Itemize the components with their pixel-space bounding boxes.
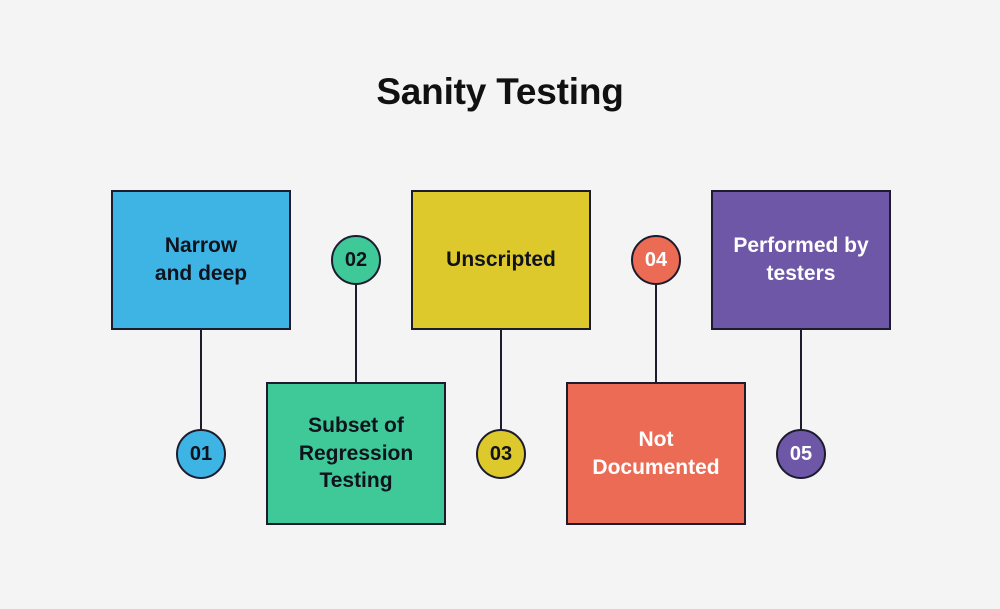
connector-line-01	[200, 330, 202, 430]
node-box-01[interactable]: Narrow and deep	[111, 190, 291, 330]
node-badge-04[interactable]: 04	[631, 235, 681, 285]
node-badge-03[interactable]: 03	[476, 429, 526, 479]
page-title: Sanity Testing	[376, 71, 624, 112]
node-box-label-03: Unscripted	[446, 248, 556, 272]
node-box-label-04: Not Documented	[592, 427, 720, 479]
node-box-03[interactable]: Unscripted	[411, 190, 591, 330]
node-badge-01[interactable]: 01	[176, 429, 226, 479]
node-box-label-05: Performed by testers	[733, 234, 869, 285]
node-badge-number-01: 01	[189, 443, 213, 465]
connector-line-02	[355, 285, 357, 383]
connector-line-03	[500, 330, 502, 430]
node-badge-number-05: 05	[789, 443, 813, 465]
node-box-label-01: Narrow and deep	[154, 234, 248, 285]
node-box-04[interactable]: Not Documented	[566, 382, 746, 525]
connector-line-04	[655, 285, 657, 383]
node-badge-number-04: 04	[644, 249, 668, 271]
node-badge-number-03: 03	[489, 443, 513, 465]
node-box-label-02: Subset of Regression Testing	[298, 413, 414, 493]
connector-line-05	[800, 330, 802, 430]
node-box-02[interactable]: Subset of Regression Testing	[266, 382, 446, 525]
node-badge-05[interactable]: 05	[776, 429, 826, 479]
node-box-05[interactable]: Performed by testers	[711, 190, 891, 330]
node-badge-02[interactable]: 02	[331, 235, 381, 285]
node-badge-number-02: 02	[344, 249, 368, 271]
